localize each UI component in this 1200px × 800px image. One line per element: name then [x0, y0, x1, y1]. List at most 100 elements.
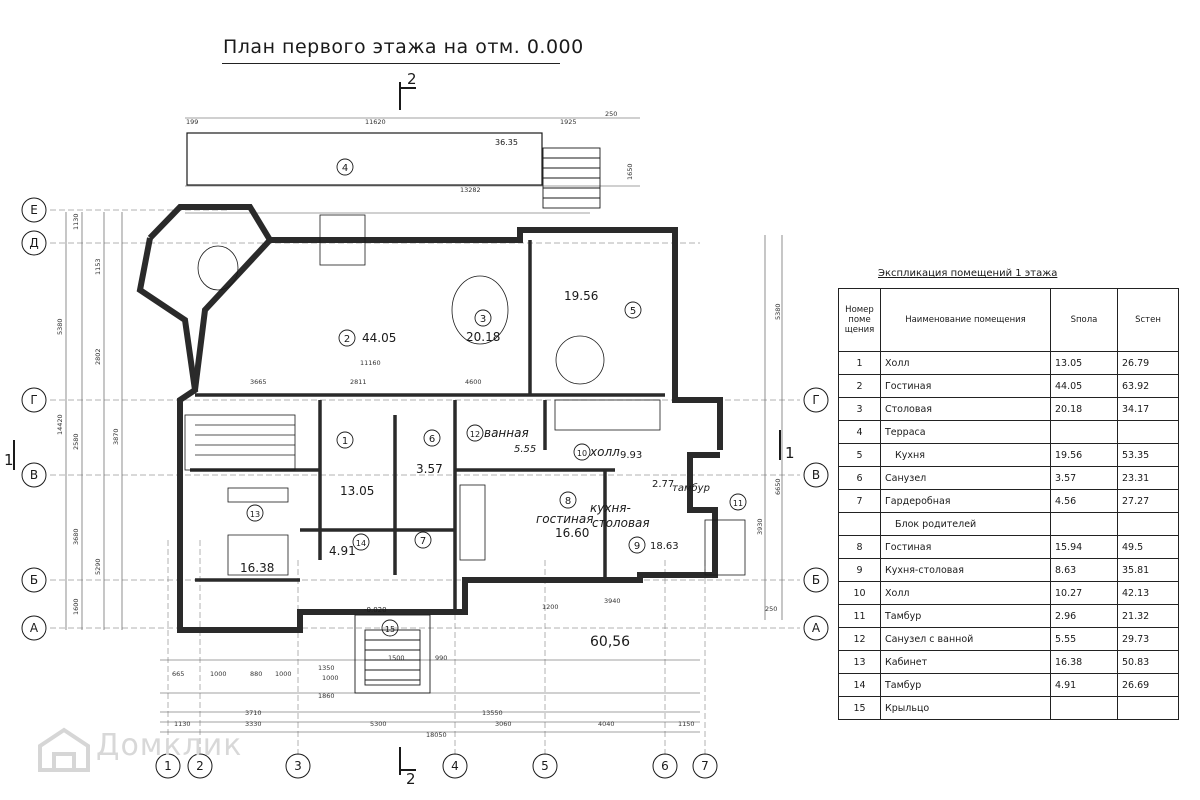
- room-num: 8: [565, 496, 571, 507]
- cell-name: Гостиная: [880, 374, 1051, 398]
- dim-left: 2802: [94, 348, 102, 365]
- dim-top: 11160: [360, 359, 381, 367]
- cell-num: 9: [838, 558, 881, 582]
- room-name-living: гостиная: [536, 512, 593, 526]
- axis-label-right-G: Г: [812, 393, 819, 407]
- dim-right: 1650: [626, 163, 634, 180]
- dim-right: 6650: [774, 478, 782, 495]
- cell-num: 13: [838, 650, 881, 674]
- cell-floor: [1050, 512, 1118, 536]
- cell-name: Блок родителей: [880, 512, 1051, 536]
- house-logo-icon: [38, 727, 90, 772]
- cell-floor: 4.56: [1050, 489, 1118, 513]
- cell-num: 8: [838, 535, 881, 559]
- room-num: 5: [630, 306, 636, 317]
- exterior-walls: [136, 204, 723, 633]
- dim-top: 13282: [460, 186, 481, 194]
- dim-bottom: 880: [250, 670, 262, 678]
- cell-walls: 34.17: [1117, 397, 1179, 421]
- cell-floor: 8.63: [1050, 558, 1118, 582]
- cell-name: Терраса: [880, 420, 1051, 444]
- dim-top: 1925: [560, 118, 577, 126]
- explication-title: Экспликация помещений 1 этажа: [878, 268, 1058, 279]
- explication-table: Номер поме щения Наименование помещения …: [838, 288, 1179, 720]
- dim-bottom: 990: [435, 654, 447, 662]
- cell-floor: [1050, 696, 1118, 720]
- cell-walls: [1117, 512, 1179, 536]
- cell-name: Тамбур: [880, 673, 1051, 697]
- cell-walls: 26.79: [1117, 351, 1179, 375]
- axis-bubbles-left: [21, 197, 47, 641]
- room-area: 4.91: [329, 544, 356, 558]
- dim-top: 199: [186, 118, 198, 126]
- header-name: Наименование помещения: [880, 288, 1051, 352]
- cell-floor: 10.27: [1050, 581, 1118, 605]
- section-mark-right: 1: [785, 444, 795, 462]
- dim-left: 2580: [72, 433, 80, 450]
- cell-floor: 4.91: [1050, 673, 1118, 697]
- total-area: 60,56: [590, 634, 630, 650]
- room-name-tambur: тамбур: [672, 482, 710, 494]
- entrance-porch: [354, 614, 431, 694]
- room-area: 16.60: [555, 526, 589, 540]
- axis-label-right-B: Б: [812, 573, 820, 587]
- axis-label-E: Е: [30, 203, 38, 217]
- dim-left: 1153: [94, 258, 102, 275]
- cell-name: Санузел: [880, 466, 1051, 490]
- dim-bottom: 1000: [275, 670, 292, 678]
- cell-floor: 16.38: [1050, 650, 1118, 674]
- cell-name: Гардеробная: [880, 489, 1051, 513]
- axis-num-1: 1: [164, 759, 172, 773]
- dim-bottom: 3060: [495, 720, 512, 728]
- dim-bottom: 3330: [245, 720, 262, 728]
- cell-num: 11: [838, 604, 881, 628]
- cell-walls: 42.13: [1117, 581, 1179, 605]
- watermark-text: Домклик: [96, 728, 243, 763]
- axis-num-7: 7: [701, 759, 709, 773]
- dim-left: 3680: [72, 528, 80, 545]
- axis-num-4: 4: [451, 759, 459, 773]
- dim-top: 3665: [250, 378, 267, 386]
- header-num: Номер поме щения: [838, 288, 881, 352]
- table-row: Блок родителей: [838, 512, 1179, 536]
- dim-bottom: 1500: [388, 654, 405, 662]
- level-mark: -0.020: [364, 606, 387, 614]
- dim-bottom: 1000: [322, 674, 339, 682]
- room-area: 20.18: [466, 330, 500, 344]
- dim-top: 250: [605, 110, 617, 118]
- room-area: 13.05: [340, 484, 374, 498]
- dim-bottom: 1150: [678, 720, 695, 728]
- dim-right: 3930: [756, 518, 764, 535]
- dim-bottom: 1200: [542, 603, 559, 611]
- room-num: 7: [420, 536, 426, 547]
- terrace-outline: [186, 132, 543, 186]
- table-header-row: Номер поме щения Наименование помещения …: [838, 288, 1179, 352]
- room-area: 18.63: [650, 541, 679, 552]
- axis-label-right-V: В: [812, 468, 820, 482]
- cell-floor: 5.55: [1050, 627, 1118, 651]
- room-area: 44.05: [362, 331, 396, 345]
- dim-bottom: 3710: [245, 709, 262, 717]
- dim-bottom: 1000: [210, 670, 227, 678]
- axis-label-G: Г: [30, 393, 37, 407]
- cell-floor: 13.05: [1050, 351, 1118, 375]
- cell-name: Крыльцо: [880, 696, 1051, 720]
- header-walls: Sстен: [1117, 288, 1179, 352]
- cell-walls: 26.69: [1117, 673, 1179, 697]
- cell-name: Гостиная: [880, 535, 1051, 559]
- cell-num: 5: [838, 443, 881, 467]
- cell-walls: [1117, 696, 1179, 720]
- dim-bottom: 5300: [370, 720, 387, 728]
- room-num: 6: [429, 434, 435, 445]
- dim-right: 250: [765, 605, 777, 613]
